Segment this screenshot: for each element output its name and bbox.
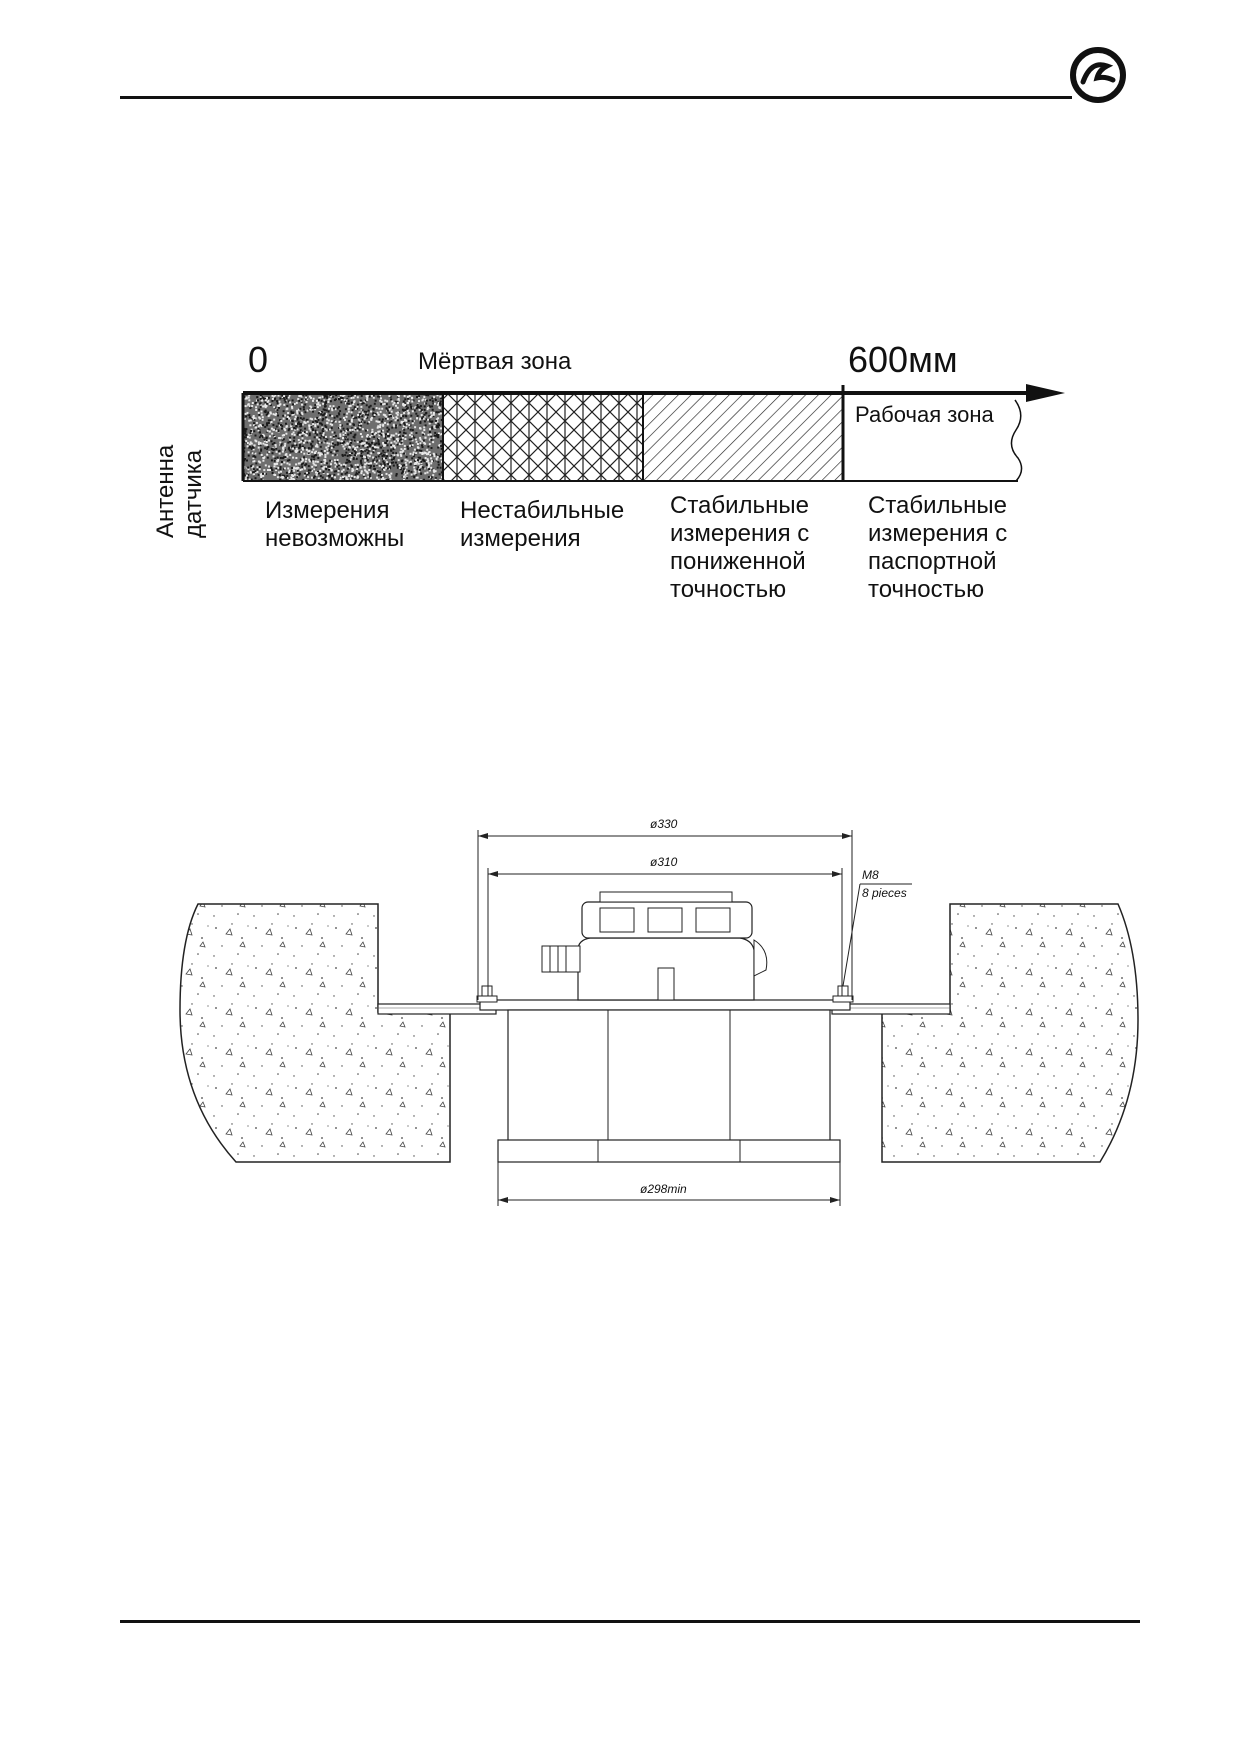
bolt-count-label: 8 pieces: [862, 886, 907, 900]
zone-diagram-graphic: [241, 384, 1065, 482]
zone-end-label: 600мм: [848, 339, 958, 380]
zone-caption-3: Стабильные измерения с пониженной точнос…: [670, 492, 810, 603]
dim-outer-label: ø330: [650, 817, 678, 831]
axis-arrow-icon: [1026, 384, 1065, 402]
dim-inner-label: ø310: [650, 855, 678, 869]
antenna-label-line2: датчика: [180, 449, 207, 538]
company-logo-icon: [1069, 46, 1127, 104]
antenna-label-line1: Антенна: [152, 444, 179, 538]
zone-caption-2: Нестабильные измерения: [460, 497, 625, 552]
zone-caption-4: Стабильные измерения с паспортной точнос…: [868, 492, 1008, 603]
working-zone-label: Рабочая зона: [855, 402, 994, 427]
zone-start-label: 0: [248, 339, 269, 380]
bolt-size-label: M8: [862, 868, 879, 882]
dead-zone-label: Мёртвая зона: [418, 348, 572, 375]
dim-bottom-label: ø298min: [640, 1182, 687, 1196]
antenna-label: Антенна датчика: [152, 398, 232, 538]
zone-diagonal: [643, 393, 843, 481]
mount-drawing-graphic: [179, 830, 1139, 1206]
zone-diagram: 0 Мёртвая зона 600мм Рабочая зона Антенн…: [152, 339, 1100, 620]
footer-rule: [120, 1620, 1140, 1623]
zone-crosshatch: [443, 393, 643, 481]
zone-caption-1: Измерения невозможны: [265, 497, 405, 552]
mount-drawing: ø330 ø310 ø298min M8 8 pieces: [170, 800, 1150, 1220]
header-rule: [120, 96, 1072, 99]
